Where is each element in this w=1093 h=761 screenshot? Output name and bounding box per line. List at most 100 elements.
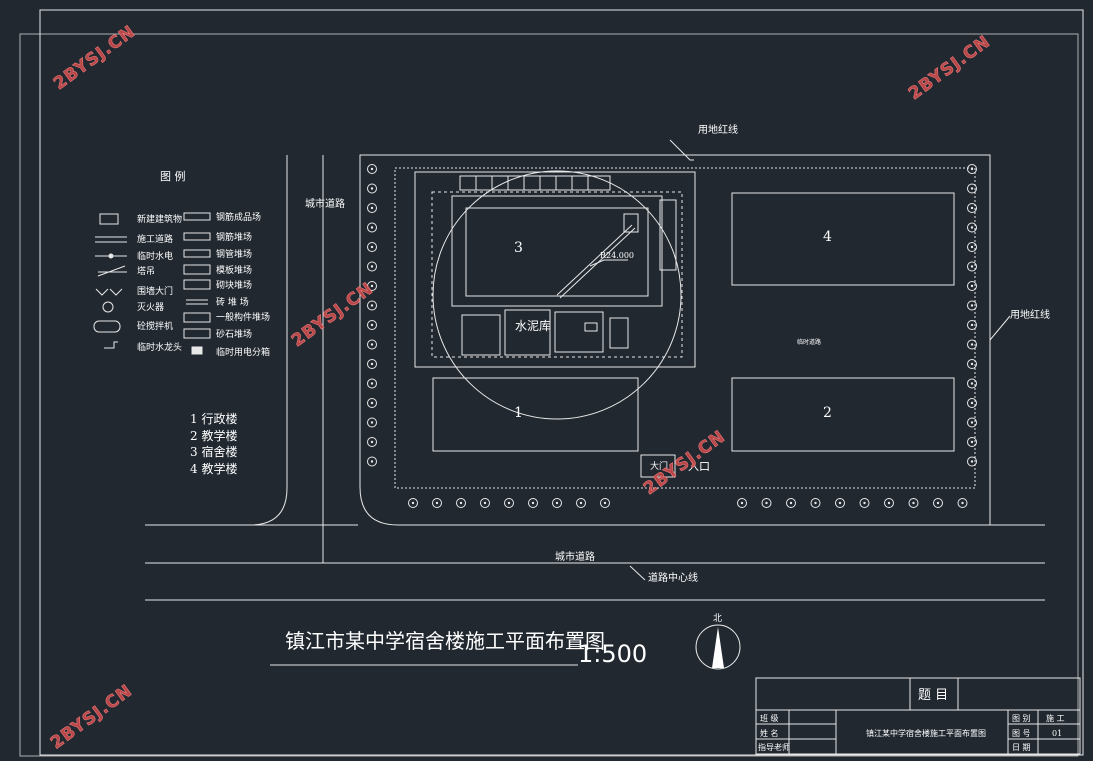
- tree-icon: [367, 281, 377, 291]
- tree-icon: [967, 164, 977, 174]
- tree-icon: [367, 203, 377, 213]
- entrance-label: 入口: [688, 460, 710, 473]
- tree-center: [970, 362, 974, 366]
- tree-center: [370, 304, 374, 307]
- drawing-number-value: 01: [1052, 729, 1062, 738]
- crane-radius-label: R24.000: [600, 251, 634, 260]
- date-label: 日 期: [1012, 743, 1031, 752]
- legend-label: 砌块堆场: [216, 279, 252, 291]
- tree-center: [970, 382, 974, 385]
- legend-label: 一般构件堆场: [216, 311, 270, 323]
- tree-center: [370, 440, 374, 444]
- drawing-type-label: 图 别: [1012, 714, 1031, 723]
- tree-center: [603, 501, 607, 505]
- drawing-title: 镇江市某中学宿舍楼施工平面布置图: [285, 629, 605, 653]
- tree-icon: [367, 359, 377, 369]
- building-3-outline: [451, 195, 663, 307]
- tree-icon: [967, 281, 977, 291]
- tree-center: [765, 501, 768, 505]
- tree-center: [970, 304, 974, 307]
- tree-center: [435, 501, 439, 505]
- building-1: [432, 377, 639, 452]
- legend-label: 钢筋堆场: [216, 231, 252, 243]
- tree-icon: [967, 320, 977, 330]
- tree-center: [936, 501, 940, 505]
- legend-label: 临时水电: [137, 250, 173, 262]
- tree-center: [370, 460, 374, 463]
- tree-center: [370, 187, 374, 190]
- tree-center: [370, 401, 374, 405]
- tree-center: [814, 501, 817, 505]
- building-3: [465, 207, 649, 297]
- tree-center: [970, 460, 974, 463]
- tree-icon: [967, 378, 977, 389]
- tree-center: [370, 206, 374, 210]
- building-4: [731, 192, 955, 286]
- red-line-label: 用地红线: [698, 123, 738, 136]
- tree-icon: [408, 498, 418, 508]
- tree-center: [961, 501, 964, 505]
- tree-icon: [367, 300, 377, 311]
- north-label: 北: [713, 613, 722, 624]
- work-area-3: [414, 171, 696, 368]
- legend-label: 钢管堆场: [216, 248, 252, 260]
- legend-labels-left: 新建建筑物 施工道路 临时水电 塔吊 围墙大门 灭火器 砼搅拌机 临时水龙头: [137, 213, 182, 353]
- road-center-leader: [629, 565, 646, 581]
- tree-icon: [835, 498, 845, 508]
- temp-road-label: 临时道路: [797, 338, 821, 346]
- tree-center: [912, 501, 915, 505]
- tree-center: [970, 284, 974, 288]
- tree-center: [555, 501, 559, 505]
- title-block-header: 题 目: [918, 688, 948, 703]
- gate-box: [640, 454, 676, 478]
- class-label: 班 级: [760, 713, 779, 723]
- legend-label: 临时用电分箱: [216, 346, 270, 358]
- tree-icon: [367, 183, 377, 194]
- temp-road-loop: [431, 191, 683, 358]
- legend-label: 新建建筑物: [137, 213, 182, 225]
- road-label-bottom: 城市道路: [555, 550, 595, 563]
- building-list-item: 4 教学楼: [190, 461, 237, 476]
- tree-center: [970, 206, 974, 210]
- tree-center: [838, 501, 842, 505]
- tree-icon: [600, 498, 610, 508]
- building-2-number: 2: [823, 405, 832, 421]
- tree-center: [970, 245, 974, 249]
- legend: 图 例 新建建筑物 施工道路 临时水电 塔吊 围墙大门 灭火器 砼搅拌机 临时水…: [93, 169, 270, 358]
- legend-symbols-right: [183, 212, 211, 355]
- legend-label: 模板堆场: [216, 264, 252, 276]
- cement-store-label: 水泥库: [515, 318, 551, 333]
- tree-icon: [456, 498, 466, 508]
- tree-icon: [810, 498, 821, 508]
- legend-label: 围墙大门: [137, 285, 173, 297]
- drawing-scale: 1:500: [578, 640, 647, 668]
- tree-icon: [367, 398, 377, 408]
- tree-center: [970, 343, 974, 346]
- tree-center: [970, 187, 974, 190]
- site-boundary: [359, 154, 991, 526]
- crane-radius-circle: [432, 170, 682, 420]
- tree-center: [970, 421, 974, 424]
- tree-icon: [367, 222, 377, 233]
- tree-icon: [367, 378, 377, 389]
- tree-icon: [367, 320, 377, 330]
- tree-icon: [967, 203, 977, 213]
- north-arrow: 北: [695, 613, 741, 670]
- tree-icon: [967, 398, 977, 408]
- legend-label: 砖 堆 场: [216, 296, 249, 308]
- tree-center: [411, 501, 415, 505]
- title-block-drawing-title: 镇江某中学宿舍楼施工平面布置图: [866, 728, 986, 738]
- road-center-label: 道路中心线: [648, 571, 698, 584]
- tree-icon: [504, 498, 514, 508]
- tree-center: [970, 440, 974, 444]
- tree-icon: [367, 339, 377, 350]
- tree-icon: [957, 498, 968, 508]
- tree-center: [370, 421, 374, 424]
- tree-center: [740, 501, 744, 505]
- tree-center: [483, 501, 487, 505]
- legend-symbols-left: [93, 213, 127, 349]
- roads: [145, 139, 1045, 601]
- tree-icon: [367, 164, 377, 174]
- red-line-label-right: 用地红线: [1010, 308, 1050, 321]
